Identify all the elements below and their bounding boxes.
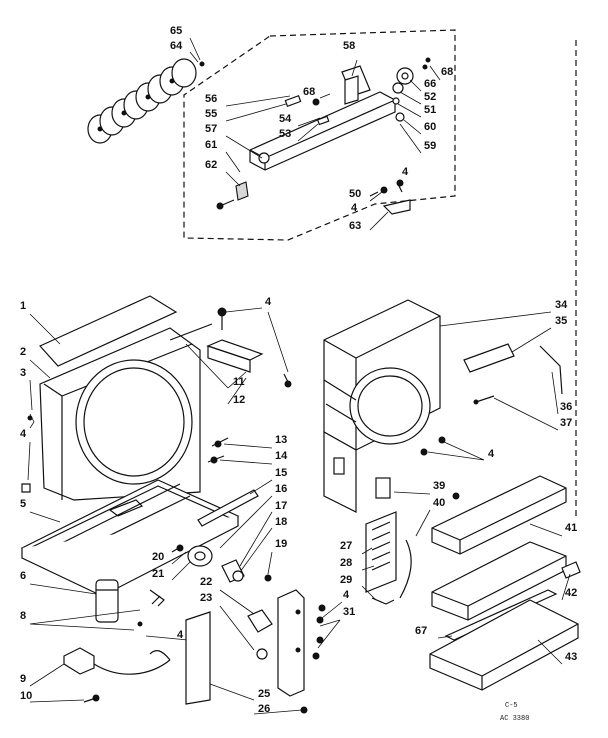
part-label-4: 4 [402,166,409,178]
part-label-3: 3 [20,367,27,379]
part-label-8: 8 [20,610,27,622]
part-label-1: 1 [20,300,27,312]
part-label-23: 23 [200,592,213,604]
part-label-52: 52 [424,91,437,103]
part-label-29: 29 [340,574,353,586]
part-label-41: 41 [565,522,578,534]
part-label-15: 15 [275,467,288,479]
part-label-19: 19 [275,538,288,550]
control-bracket-icon [169,307,292,388]
upper-assembly-outline [183,29,456,241]
part-label-2: 2 [20,346,27,358]
part-label-62: 62 [205,159,218,171]
part-label-12: 12 [233,394,246,406]
part-label-34: 34 [555,299,568,311]
part-label-40: 40 [433,497,446,509]
part-label-63: 63 [349,220,362,232]
part-label-35: 35 [555,315,568,327]
part-label-16: 16 [275,483,288,495]
part-label-42: 42 [565,587,578,599]
motor-bracket-icon [216,57,431,215]
part-label-59: 59 [424,140,437,152]
part-label-4: 4 [20,428,27,440]
part-label-27: 27 [340,540,353,552]
part-label-14: 14 [275,450,288,462]
part-label-61: 61 [205,139,218,151]
part-label-56: 56 [205,93,218,105]
part-label-68: 68 [303,86,316,98]
part-label-58: 58 [343,40,356,52]
part-label-37: 37 [560,417,573,429]
part-label-20: 20 [152,551,165,563]
cabinet-housing-icon [323,299,563,513]
fan-hub-icon [171,544,272,583]
relay-icon [375,477,391,499]
part-label-39: 39 [433,480,446,492]
part-label-11: 11 [233,376,245,388]
part-label-4: 4 [343,589,350,601]
part-label-55: 55 [205,108,218,120]
part-label-51: 51 [424,104,437,116]
part-label-68: 68 [441,66,454,78]
part-label-13: 13 [275,434,288,446]
switch-icon [185,589,324,714]
shaft-icon [197,489,259,527]
part-label-26: 26 [258,703,271,715]
part-label-5: 5 [20,498,27,510]
part-label-6: 6 [20,570,27,582]
part-label-4: 4 [265,296,272,308]
blower-wheel-icon [87,58,197,144]
part-label-9: 9 [20,673,27,685]
front-grille-icon [21,295,201,501]
drawing-code: AC 3380 [500,715,530,723]
part-label-22: 22 [200,576,213,588]
part-label-50: 50 [349,188,362,200]
drawing-code: C-5 [505,702,518,710]
part-label-4: 4 [488,448,495,460]
power-cord-icon [63,647,171,703]
part-label-36: 36 [560,401,573,413]
part-label-25: 25 [258,688,271,700]
tray-assembly-icon [429,475,581,691]
part-label-64: 64 [170,40,183,52]
part-label-67: 67 [415,625,428,637]
part-label-66: 66 [424,78,437,90]
part-label-65: 65 [170,25,183,37]
part-label-18: 18 [275,516,288,528]
part-label-4: 4 [177,629,184,641]
part-label-53: 53 [279,128,292,140]
part-label-60: 60 [424,121,437,133]
part-label-17: 17 [275,500,288,512]
part-label-4: 4 [351,202,358,214]
part-label-54: 54 [279,113,292,125]
control-panel-icon [318,511,412,612]
part-label-28: 28 [340,557,353,569]
part-label-57: 57 [205,123,218,135]
part-label-31: 31 [343,606,356,618]
part-label-10: 10 [20,690,33,702]
part-label-43: 43 [565,651,578,663]
capacitor-icon [95,579,165,627]
part-label-21: 21 [152,568,165,580]
